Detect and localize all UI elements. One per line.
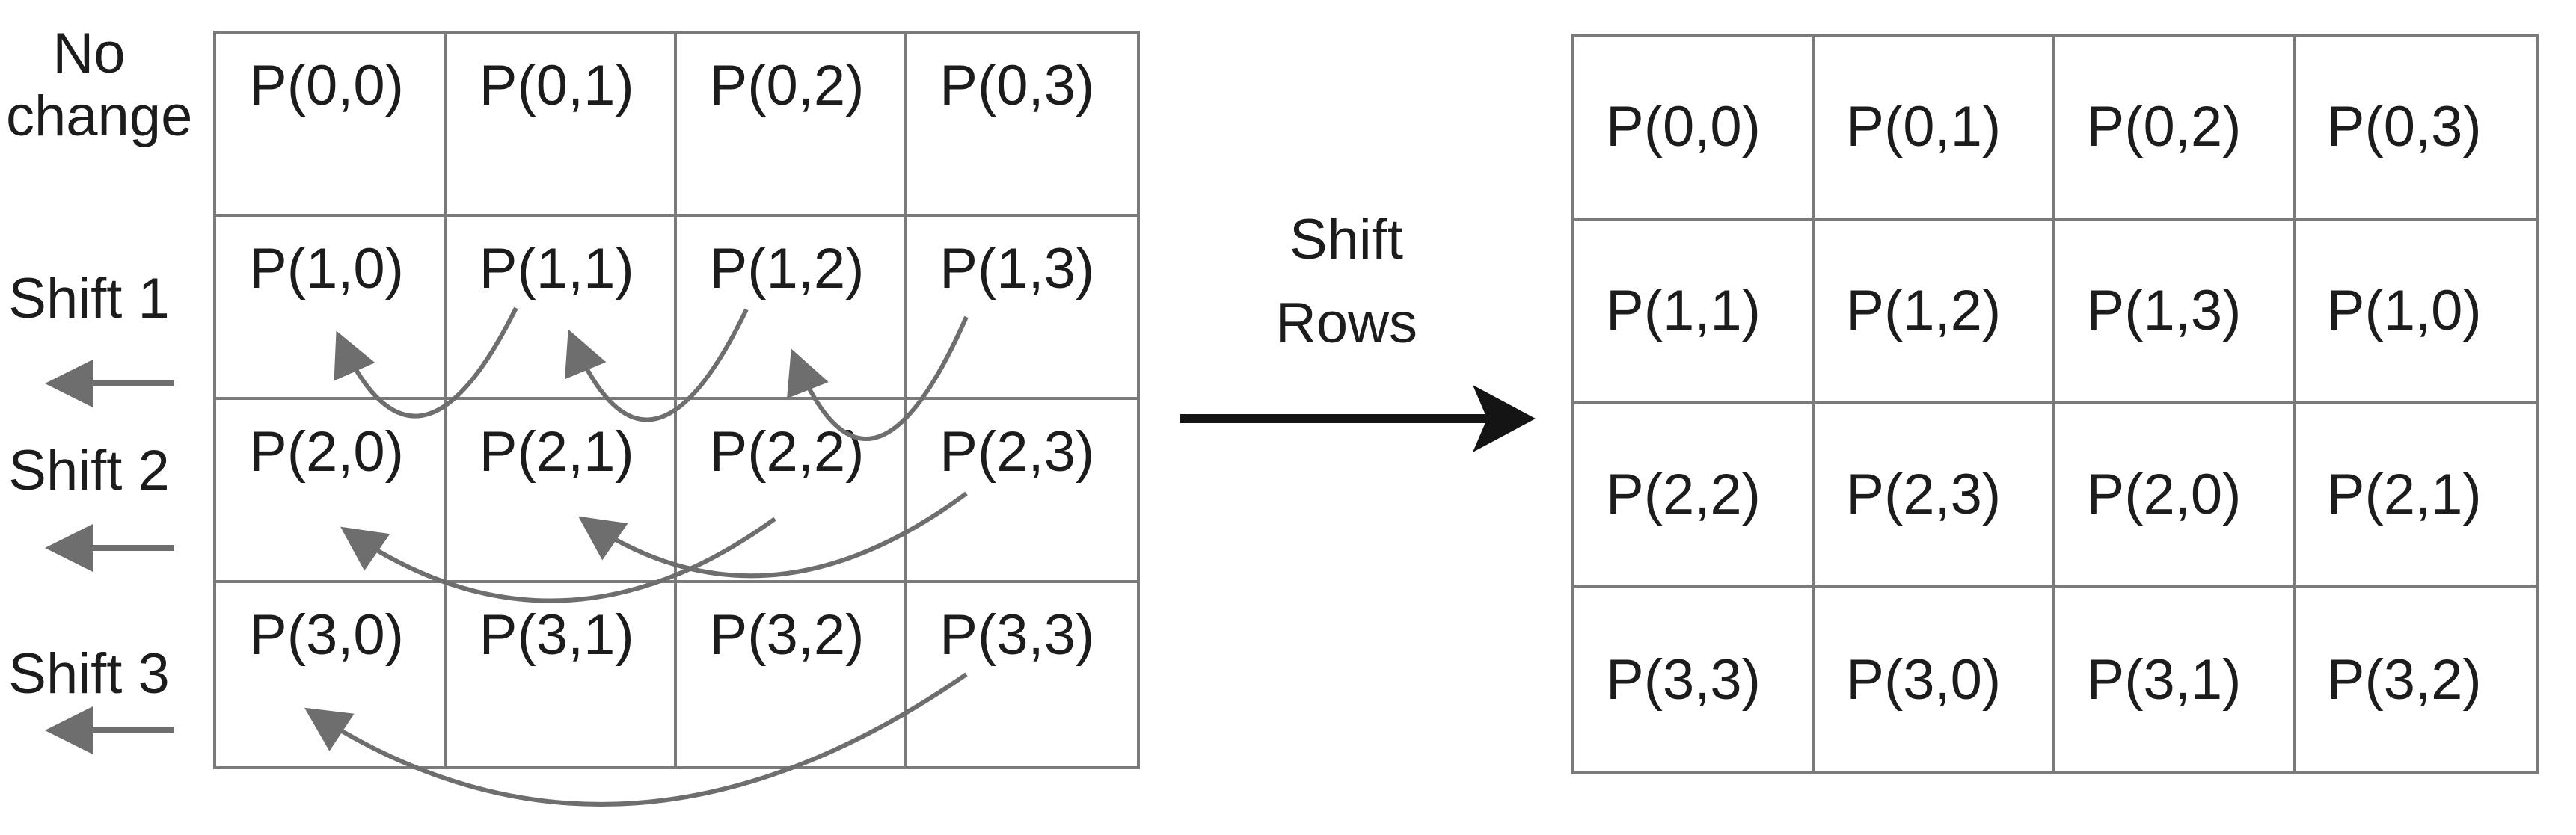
right-grid-cell: P(3,3): [1574, 588, 1815, 771]
left-grid-cell: P(2,2): [676, 400, 907, 583]
operation-label-line1: Shift: [1289, 208, 1404, 271]
right-grid-cell: P(3,0): [1815, 588, 2055, 771]
right-grid-cell: P(1,0): [2295, 221, 2536, 404]
left-grid-cell: P(1,3): [907, 217, 1137, 400]
right-grid-cell: P(0,1): [1815, 37, 2055, 221]
right-grid-cell: P(1,2): [1815, 220, 2055, 404]
left-grid-cell: P(1,2): [676, 217, 907, 400]
row0-label-no-change: No change: [6, 22, 193, 148]
left-grid-cell: P(1,0): [216, 217, 447, 400]
left-grid-cell: P(0,0): [216, 34, 447, 217]
row2-label-shift2: Shift 2: [8, 439, 170, 502]
left-grid-cell: P(3,1): [447, 583, 677, 766]
right-grid-cell: P(2,1): [2295, 404, 2536, 588]
left-grid-cell: P(2,1): [446, 400, 677, 583]
row3-label-shift3: Shift 3: [8, 642, 170, 706]
right-grid-cell: P(1,1): [1574, 220, 1815, 404]
left-grid-cell: P(1,1): [446, 217, 677, 400]
left-grid-cell: P(0,3): [907, 34, 1137, 217]
right-grid-cell: P(3,2): [2326, 647, 2482, 712]
row1-label-shift1: Shift 1: [8, 267, 170, 330]
operation-label-shift-rows: Shift Rows: [1219, 198, 1473, 366]
right-grid-cell: P(2,0): [2055, 404, 2296, 588]
left-grid-cell: P(0,1): [446, 34, 677, 217]
right-grid-cell: P(2,3): [1815, 404, 2055, 588]
input-state-grid: P(0,0) P(0,1) P(0,2) P(0,3) P(1,0) P(1,1…: [213, 31, 1140, 769]
right-grid-cell: P(1,3): [2055, 220, 2296, 404]
right-grid-cell: P(0,0): [1574, 37, 1815, 221]
right-grid-cell: P(2,2): [1574, 404, 1815, 588]
left-grid-cell: P(3,2): [677, 583, 907, 766]
right-grid-cell: P(0,2): [2055, 37, 2296, 221]
operation-label-line2: Rows: [1275, 292, 1418, 355]
left-grid-cell: P(2,0): [216, 400, 447, 583]
left-grid-cell: P(0,2): [676, 34, 907, 217]
right-grid-cell: P(0,3): [2295, 37, 2536, 221]
left-grid-cell: P(3,3): [939, 603, 1095, 667]
result-state-grid: P(0,0) P(0,1) P(0,2) P(0,3) P(1,1) P(1,2…: [1571, 34, 2539, 774]
left-grid-cell: P(3,0): [216, 583, 447, 766]
left-grid-cell: P(2,3): [907, 400, 1137, 583]
right-grid-cell: P(3,1): [2055, 588, 2296, 771]
